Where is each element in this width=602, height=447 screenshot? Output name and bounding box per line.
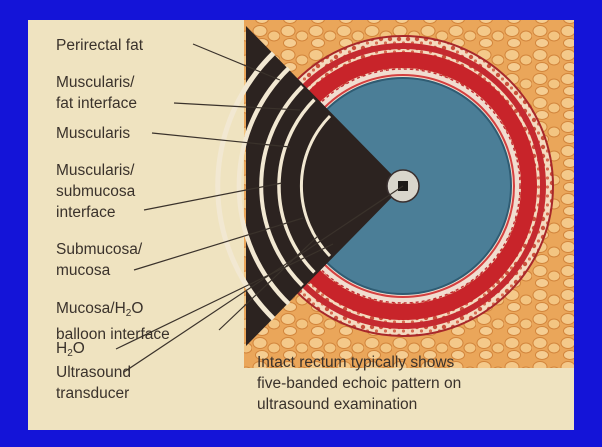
caption-line: Intact rectum typically shows: [257, 352, 461, 373]
label-muscularis-submucosa-interface: Muscularis/ submucosa interface: [56, 160, 135, 223]
label-line: Muscularis/: [56, 160, 135, 181]
caption-line: five-banded echoic pattern on: [257, 373, 461, 394]
label-text: Perirectal fat: [56, 37, 143, 54]
label-muscularis: Muscularis: [56, 123, 130, 144]
label-text: Muscularis: [56, 125, 130, 142]
label-muscularis-fat-interface: Muscularis/ fat interface: [56, 72, 137, 114]
label-line: fat interface: [56, 93, 137, 114]
label-line: interface: [56, 202, 135, 223]
label-line: Mucosa/H2O: [56, 298, 170, 324]
label-line: Submucosa/: [56, 239, 142, 260]
label-line: mucosa: [56, 260, 142, 281]
label-h2o: H2O: [56, 338, 85, 364]
label-line: submucosa: [56, 181, 135, 202]
label-line: Muscularis/: [56, 72, 137, 93]
label-line: transducer: [56, 383, 131, 404]
diagram-caption: Intact rectum typically shows five-bande…: [257, 352, 461, 415]
label-ultrasound-transducer: Ultrasound transducer: [56, 362, 131, 404]
label-line: Ultrasound: [56, 362, 131, 383]
label-perirectal-fat: Perirectal fat: [56, 35, 143, 56]
label-submucosa-mucosa: Submucosa/ mucosa: [56, 239, 142, 281]
caption-line: ultrasound examination: [257, 394, 461, 415]
